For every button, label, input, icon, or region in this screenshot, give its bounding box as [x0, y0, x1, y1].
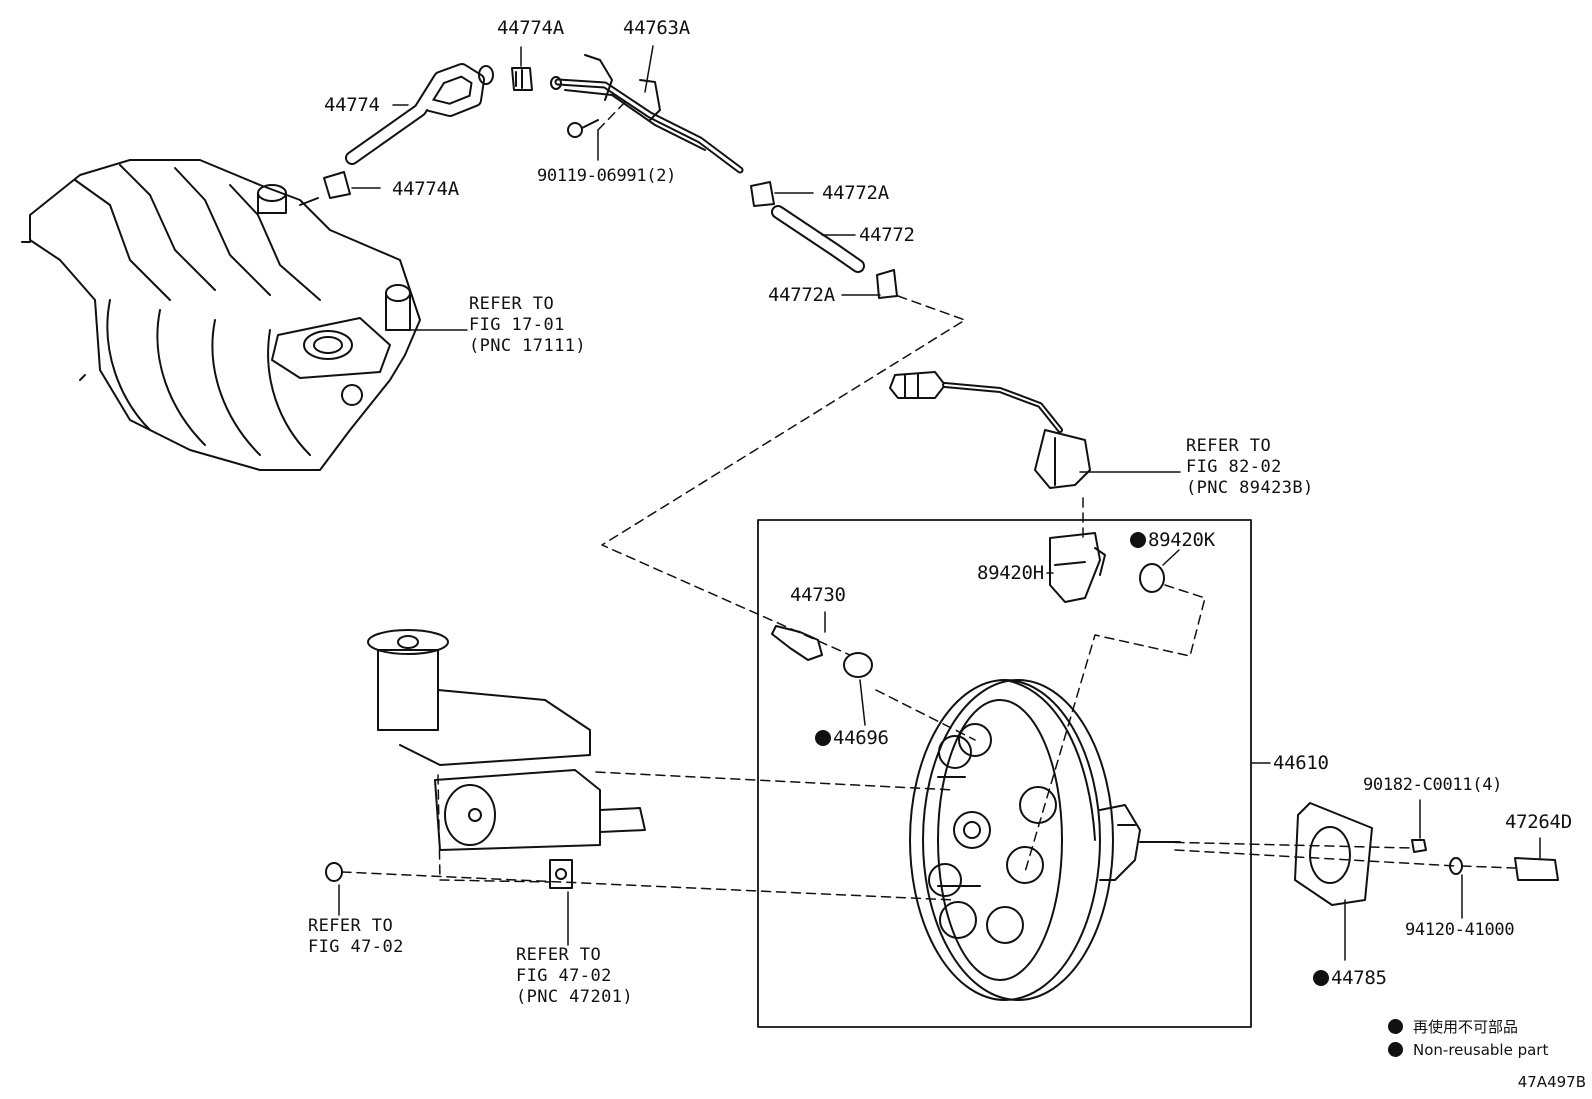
hardware-drawing — [1411, 839, 1559, 881]
non-reusable-dot-icon — [815, 730, 831, 746]
master-cylinder-drawing — [367, 629, 646, 889]
clamp-drawings — [323, 67, 898, 299]
label-44730: 44730 — [790, 584, 846, 606]
label-44772: 44772 — [859, 224, 915, 246]
check-valve-44730-drawing — [771, 625, 873, 678]
bolt-90119-drawing — [567, 119, 599, 138]
non-reusable-dot-icon — [1388, 1019, 1403, 1034]
label-44763A: 44763A — [623, 17, 690, 39]
label-89420H: 89420H — [977, 562, 1044, 584]
label-44785: 44785 — [1313, 968, 1387, 989]
non-reusable-dot-icon — [1130, 532, 1146, 548]
booster-assembly-box — [757, 519, 1252, 1028]
non-reusable-dot-icon — [1388, 1042, 1403, 1057]
label-44772A-top: 44772A — [822, 182, 889, 204]
seal-left-drawing — [325, 862, 343, 882]
hose-44772-drawing — [771, 205, 865, 273]
non-reusable-dot-icon — [1313, 970, 1329, 986]
legend-en: Non-reusable part — [1388, 1041, 1548, 1059]
sensor-harness-drawing — [889, 371, 1165, 603]
label-44774A-mid: 44774A — [392, 178, 459, 200]
ref-manifold-note: REFER TO FIG 17-01 (PNC 17111) — [469, 294, 586, 356]
vacuum-tube-44763A-drawing — [550, 54, 744, 174]
label-90119-06991: 90119-06991(2) — [537, 166, 677, 186]
intake-manifold-drawing — [21, 159, 421, 471]
label-94120-41000: 94120-41000 — [1405, 920, 1515, 940]
dashed-lines — [341, 99, 1516, 901]
label-90182-C0011: 90182-C0011(4) — [1363, 775, 1503, 795]
label-47264D: 47264D — [1505, 811, 1572, 833]
legend-jp: 再使用不可部品 — [1388, 1016, 1518, 1037]
hose-44774-drawing — [345, 63, 494, 165]
label-44774: 44774 — [324, 94, 380, 116]
label-44696: 44696 — [815, 728, 889, 749]
gasket-44785-drawing — [1294, 802, 1373, 906]
ref-left-note: REFER TO FIG 47-02 — [308, 916, 404, 957]
ref-master-cylinder-note: REFER TO FIG 47-02 (PNC 47201) — [516, 945, 633, 1007]
illustration-code: 47A497B — [1517, 1073, 1586, 1091]
brake-booster-44610-drawing — [909, 679, 1181, 1001]
label-89420K: 89420K — [1130, 530, 1215, 551]
leader-lines — [338, 45, 1541, 961]
ref-sensor-note: REFER TO FIG 82-02 (PNC 89423B) — [1186, 436, 1314, 498]
label-44774A-top: 44774A — [497, 17, 564, 39]
label-44772A-bottom: 44772A — [768, 284, 835, 306]
label-44610: 44610 — [1273, 752, 1329, 774]
